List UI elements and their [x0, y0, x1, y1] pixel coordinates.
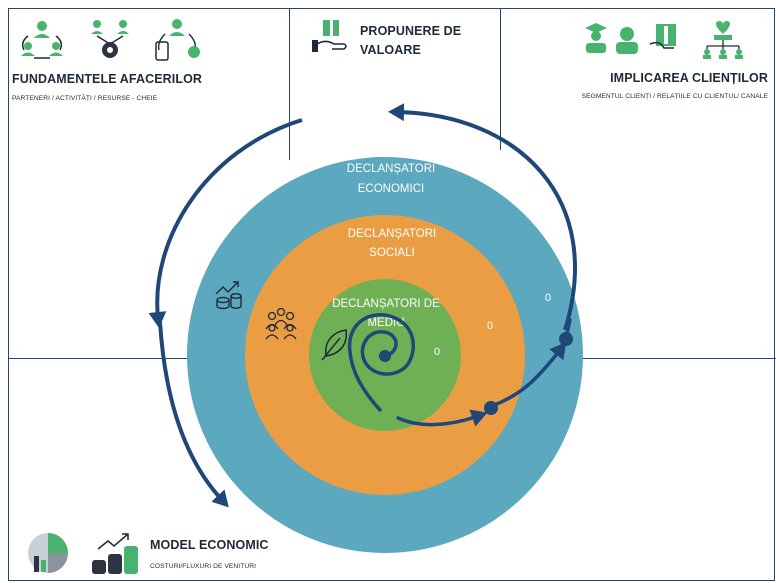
- customer-person-icon: [616, 27, 638, 54]
- cycle-arrow-bottom: [158, 321, 229, 508]
- customer-engagement-title: IMPLICAREA CLIENȚILOR: [610, 71, 768, 85]
- customer-engagement-subtitle: SEGMENTUL CLIENȚI / RELAȚIILE CU CLIENTU…: [581, 93, 768, 100]
- customer-graduate-icon: [585, 23, 607, 53]
- quadrant-grid: [8, 8, 776, 581]
- middle-ring-value: 0: [487, 320, 493, 332]
- inner-ring-label-line1: DECLANȘATORI DE: [332, 298, 440, 310]
- outer-ring-label-line2: ECONOMICI: [358, 183, 424, 195]
- customer-network-icon: [703, 21, 743, 59]
- coins-growth-icon: [92, 533, 138, 574]
- value-proposition-title-line2: VALOARE: [360, 43, 421, 57]
- economic-model-subtitle: COSTURI/FLUXURI DE VENITURI: [150, 563, 257, 570]
- partners-cycle-icon: [21, 21, 63, 59]
- spiral-center-node: [379, 350, 391, 362]
- economic-model-title: MODEL ECONOMIC: [150, 538, 269, 552]
- outer-frame: [8, 8, 775, 581]
- fundamentals-title: FUNDAMENTELE AFACERILOR: [12, 72, 203, 86]
- inner-ring-value: 0: [434, 346, 440, 358]
- resource-device-icon: [155, 19, 200, 61]
- cycle-arrow-top: [388, 103, 577, 331]
- value-gift-hand-icon: [312, 20, 347, 52]
- pie-chart-icon: [28, 533, 68, 573]
- milestone-node-2: [559, 332, 573, 346]
- outer-ring-label-line1: DECLANȘATORI: [347, 163, 435, 175]
- middle-ring-label-line2: SOCIALI: [369, 247, 414, 259]
- social-people-icon: [265, 307, 297, 340]
- leaf-icon: [321, 329, 348, 361]
- fundamentals-subtitle: PARTENERI / ACTIVITĂȚI / RESURSE - CHEIE: [12, 95, 158, 102]
- milestone-node-1: [484, 401, 498, 415]
- cycle-arrow-left: [148, 118, 303, 328]
- outer-ring-value: 0: [545, 292, 551, 304]
- activity-gear-icon: [91, 20, 129, 58]
- value-proposition-title-line1: PROPUNERE DE: [360, 24, 462, 38]
- middle-ring-label-line1: DECLANȘATORI: [348, 228, 436, 240]
- customer-book-icon: [649, 24, 676, 49]
- economic-growth-icon: [215, 281, 242, 310]
